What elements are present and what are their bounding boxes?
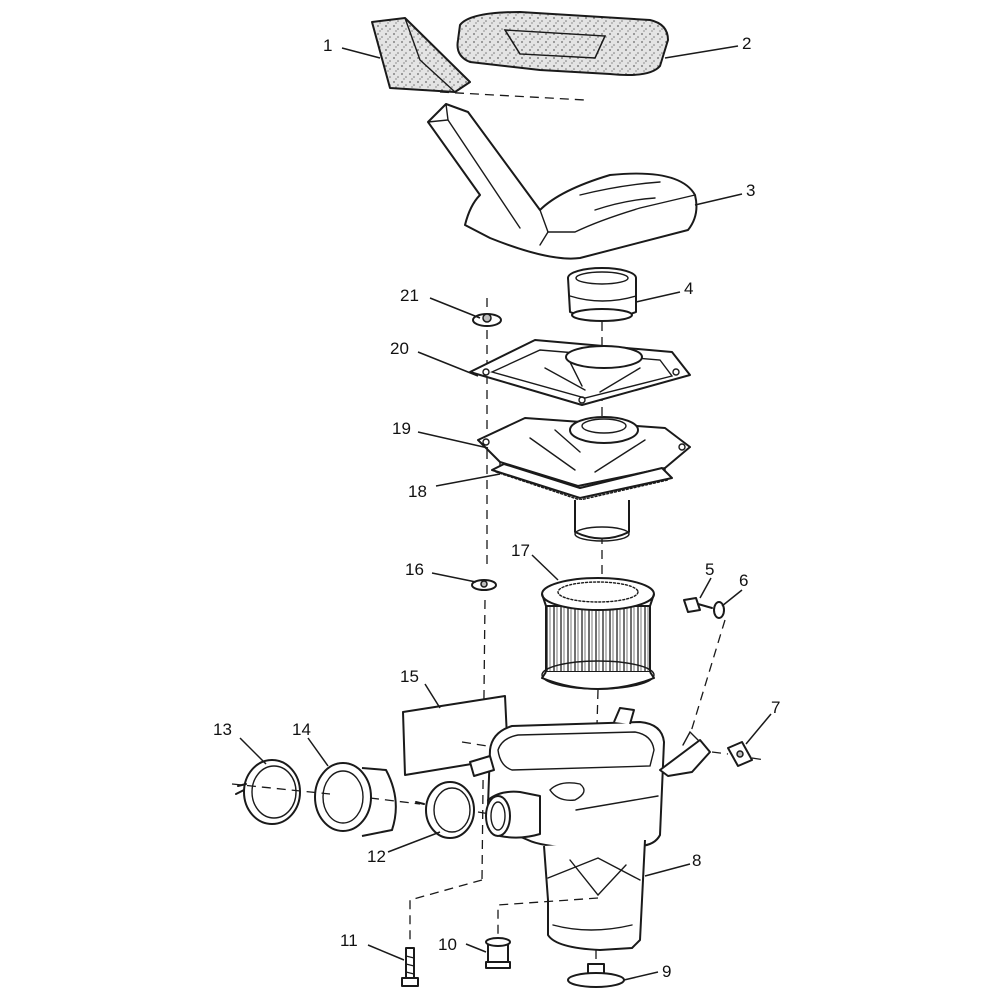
label-part-17: 17 xyxy=(511,541,530,560)
label-part-2: 2 xyxy=(742,34,751,53)
label-part-16: 16 xyxy=(405,560,424,579)
label-part-1: 1 xyxy=(323,36,332,55)
leader-lines xyxy=(239,45,772,981)
part-12-hose-clamp xyxy=(415,781,475,839)
label-part-9: 9 xyxy=(662,962,671,981)
part-4-rubber-coupler xyxy=(567,267,637,322)
part-10-drain-plug xyxy=(485,897,599,969)
label-part-20: 20 xyxy=(390,339,409,358)
label-part-3: 3 xyxy=(746,181,755,200)
part-21-wing-nut xyxy=(472,313,502,327)
part-11-long-bolt xyxy=(401,879,483,987)
part-7-clip-nut xyxy=(711,741,766,767)
label-part-10: 10 xyxy=(438,935,457,954)
label-part-12: 12 xyxy=(367,847,386,866)
part-16-washer xyxy=(471,579,497,591)
label-part-15: 15 xyxy=(400,667,419,686)
label-part-11: 11 xyxy=(340,931,358,950)
part-13-outer-clamp xyxy=(235,759,301,825)
label-part-5: 5 xyxy=(705,560,714,579)
label-part-21: 21 xyxy=(400,286,419,305)
part-number-labels: 1 2 3 4 21 20 19 18 17 16 5 6 15 7 13 14… xyxy=(213,34,780,981)
part-3-intake-cover xyxy=(427,103,698,260)
part-9-drain-cap xyxy=(567,950,625,988)
part-20-top-plate xyxy=(469,339,691,406)
bolt-path-line xyxy=(689,619,726,736)
label-part-19: 19 xyxy=(392,419,411,438)
label-part-4: 4 xyxy=(684,279,693,298)
part-2-foam-pad xyxy=(456,11,669,76)
part-8-air-box xyxy=(469,707,711,951)
part-19-housing-lid xyxy=(477,416,691,497)
label-part-7: 7 xyxy=(771,698,780,717)
inlet-axis-line xyxy=(231,783,491,815)
part-1-foam-insert xyxy=(371,17,589,103)
label-part-14: 14 xyxy=(292,720,311,739)
part-14-inlet-boot xyxy=(314,762,397,837)
label-part-18: 18 xyxy=(408,482,427,501)
label-part-8: 8 xyxy=(692,851,701,870)
label-part-13: 13 xyxy=(213,720,232,739)
part-17-filter-element xyxy=(541,577,655,690)
part-6-lock-washer xyxy=(713,601,725,619)
label-part-6: 6 xyxy=(739,571,748,590)
part-5-bolt xyxy=(683,597,713,613)
lid-outlet-tube xyxy=(574,500,630,542)
